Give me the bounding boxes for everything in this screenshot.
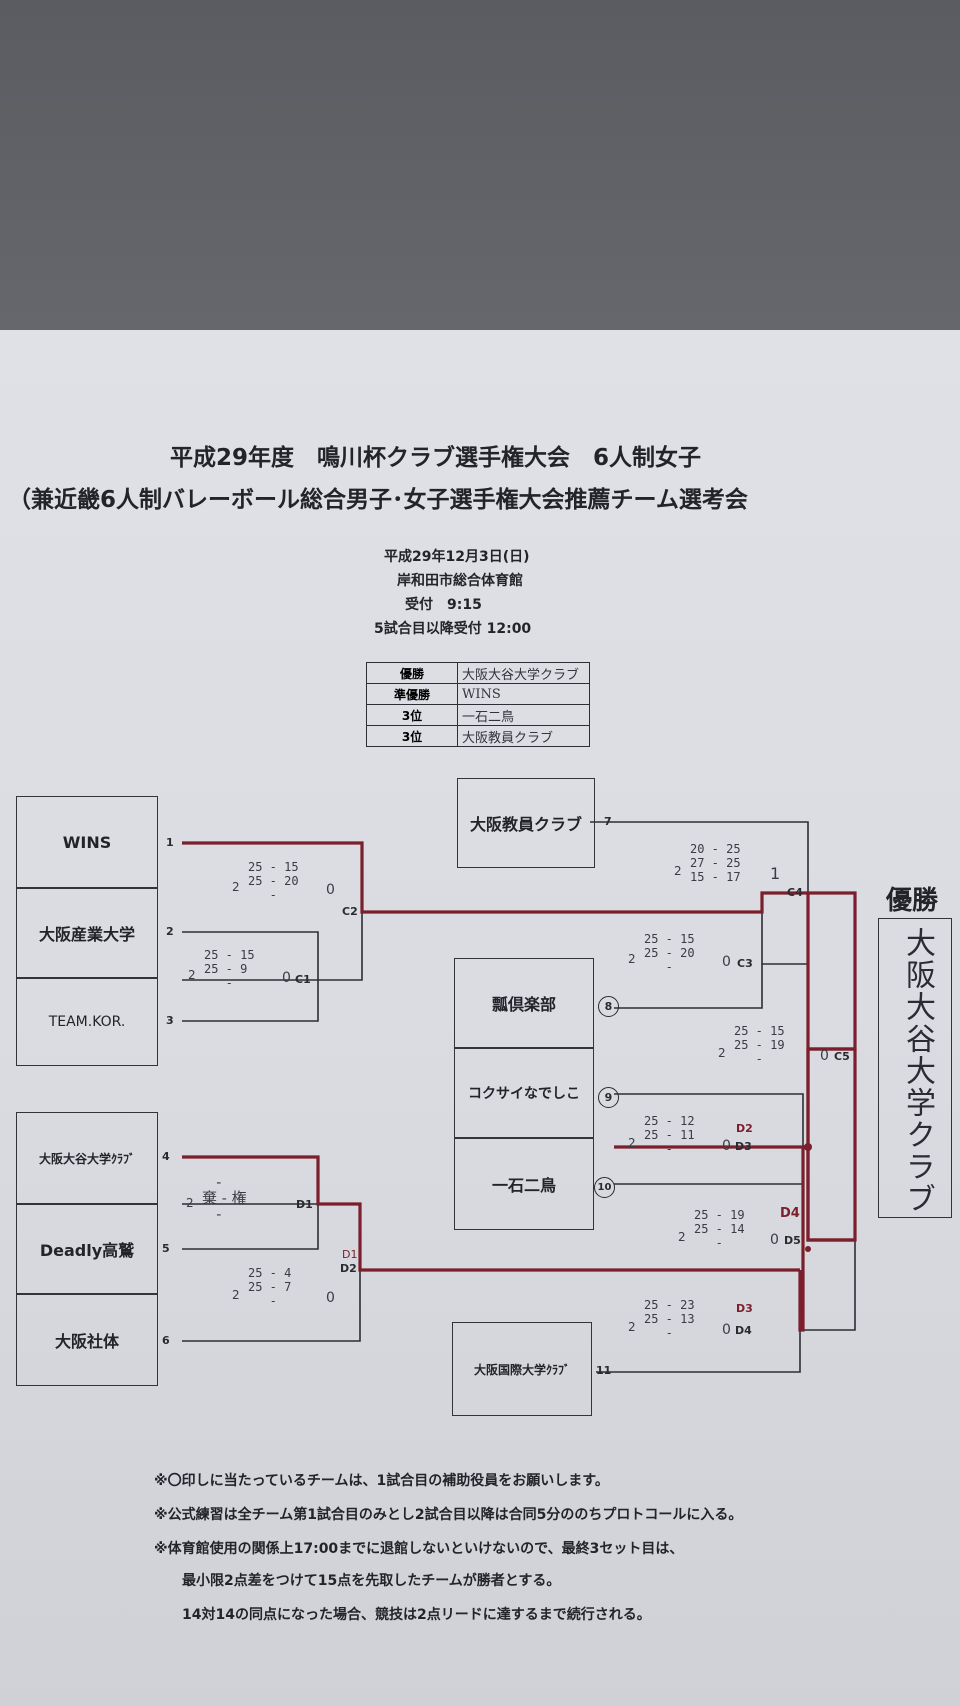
- team-box-10: 一石二鳥: [454, 1138, 594, 1230]
- match-d1-id: D1: [296, 1198, 313, 1211]
- team-number-1: 1: [166, 836, 174, 849]
- match-d3-sets: 25 - 12 25 - 11 -: [644, 1114, 695, 1156]
- rank-team: 一石二鳥: [457, 704, 590, 726]
- match-c4-left-score: 2: [674, 864, 682, 878]
- match-c5-id: C5: [834, 1050, 850, 1063]
- match-d2-right-score: 0: [326, 1290, 335, 1306]
- match-c2-left-score: 2: [232, 880, 240, 894]
- match-c3-id: C3: [737, 957, 753, 970]
- results-row: 3位一石二鳥: [366, 704, 590, 726]
- results-row: 優勝大阪大谷大学クラブ: [366, 662, 590, 684]
- team-number-7: 7: [604, 815, 612, 828]
- team-number-9: 9: [598, 1087, 619, 1108]
- rank-label: 優勝: [366, 662, 458, 684]
- team-box-8: 瓢倶楽部: [454, 958, 594, 1048]
- results-row: 3位大阪教員クラブ: [366, 725, 590, 747]
- team-number-3: 3: [166, 1014, 174, 1027]
- match-c1-right-score: 0: [282, 970, 291, 986]
- match-d1-left-score: 2: [186, 1196, 194, 1210]
- match-c4-right-score: 1: [770, 864, 781, 883]
- match-d4-id: D4: [735, 1324, 752, 1337]
- match-d2-id: D2: [340, 1262, 357, 1275]
- team-number-6: 6: [162, 1334, 170, 1347]
- rank-team: 大阪教員クラブ: [457, 725, 590, 747]
- match-c5-right-score: 0: [820, 1048, 829, 1064]
- team-box-4: 大阪大谷大学ｸﾗﾌﾞ: [16, 1112, 158, 1204]
- match-c3-right-score: 0: [722, 954, 731, 970]
- match-d3-id: D3: [735, 1140, 752, 1153]
- match-c2-sets: 25 - 15 25 - 20 -: [248, 860, 299, 902]
- reception-time-2: 5試合目以降受付 12:00: [374, 621, 532, 637]
- match-d5-sets: 25 - 19 25 - 14 -: [694, 1208, 745, 1250]
- note-line-1: ※〇印しに当たっているチームは、1試合目の補助役員をお願いします。: [154, 1473, 609, 1489]
- team-box-11: 大阪国際大学ｸﾗﾌﾞ: [452, 1322, 592, 1416]
- match-d1-sets: - 棄 - 権 -: [202, 1173, 247, 1223]
- match-d3-mark: D2: [736, 1122, 753, 1135]
- note-line-2: ※公式練習は全チーム第1試合目のみとし2試合目以降は合同5分ののちプロトコールに…: [154, 1507, 743, 1523]
- event-venue: 岸和田市総合体育館: [397, 573, 523, 589]
- team-box-2: 大阪産業大学: [16, 888, 158, 978]
- match-d2-left-score: 2: [232, 1288, 240, 1302]
- note-line-5: 14対14の同点になった場合、競技は2点リードに達するまで続行される。: [182, 1607, 651, 1623]
- match-c5-left-score: 2: [718, 1046, 726, 1060]
- team-box-5: Deadly高鷲: [16, 1204, 158, 1294]
- match-d2-sets: 25 - 4 25 - 7 -: [248, 1266, 292, 1308]
- match-c2-id: C2: [342, 905, 358, 918]
- doc-subtitle: （兼近畿6人制バレーボール総合男子･女子選手権大会推薦チーム選考会: [8, 487, 748, 513]
- reception-time: 受付 9:15: [405, 597, 482, 613]
- match-c1-left-score: 2: [188, 968, 196, 982]
- match-d4-mark: D3: [736, 1302, 753, 1315]
- champion-label: 優勝: [886, 886, 939, 916]
- rank-team: 大阪大谷大学クラブ: [457, 662, 590, 684]
- match-d5-right-score: 0: [770, 1232, 779, 1248]
- match-c1-sets: 25 - 15 25 - 9 -: [204, 948, 255, 990]
- match-c4-sets: 20 - 25 27 - 25 15 - 17: [690, 842, 741, 884]
- match-d4-sets: 25 - 23 25 - 13 -: [644, 1298, 695, 1340]
- match-c5-sets: 25 - 15 25 - 19 -: [734, 1024, 785, 1066]
- note-line-3: ※体育館使用の関係上17:00までに退館しないといけないので、最終3セット目は、: [154, 1541, 684, 1557]
- match-d5-id: D5: [784, 1234, 801, 1247]
- champion-name: 大阪大谷大学クラブ: [900, 927, 935, 1215]
- background-wall: [0, 0, 960, 330]
- team-box-3: TEAM.KOR.: [16, 978, 158, 1066]
- match-c3-sets: 25 - 15 25 - 20 -: [644, 932, 695, 974]
- doc-title: 平成29年度 鳴川杯クラブ選手権大会 6人制女子: [170, 445, 702, 471]
- rank-label: 3位: [366, 725, 458, 747]
- team-number-5: 5: [162, 1242, 170, 1255]
- bracket-sheet: [0, 330, 960, 1706]
- match-c4-id: C4: [787, 886, 803, 899]
- note-line-4: 最小限2点差をつけて15点を先取したチームが勝者とする。: [182, 1573, 561, 1589]
- team-box-9: コクサイなでしこ: [454, 1048, 594, 1138]
- team-number-8: 8: [598, 996, 619, 1017]
- match-d4-left-score: 2: [628, 1320, 636, 1334]
- match-d3-left-score: 2: [628, 1136, 636, 1150]
- match-d5-mark: D4: [780, 1206, 800, 1221]
- team-number-4: 4: [162, 1150, 170, 1163]
- team-number-10: 10: [594, 1177, 615, 1198]
- team-number-11: 11: [596, 1364, 612, 1377]
- team-box-6: 大阪社体: [16, 1294, 158, 1386]
- team-number-2: 2: [166, 925, 174, 938]
- match-d3-right-score: 0: [722, 1138, 731, 1154]
- event-date: 平成29年12月3日(日): [384, 549, 530, 565]
- match-c2-right-score: 0: [326, 882, 335, 898]
- match-d4-right-score: 0: [722, 1322, 731, 1338]
- match-c1-id: C1: [295, 973, 311, 986]
- match-d5-left-score: 2: [678, 1230, 686, 1244]
- team-box-1: WINS: [16, 796, 158, 888]
- champion-box: 大阪大谷大学クラブ: [878, 918, 952, 1218]
- team-box-7: 大阪教員クラブ: [457, 778, 595, 868]
- match-c3-left-score: 2: [628, 952, 636, 966]
- match-d2-mark: D1: [342, 1248, 358, 1261]
